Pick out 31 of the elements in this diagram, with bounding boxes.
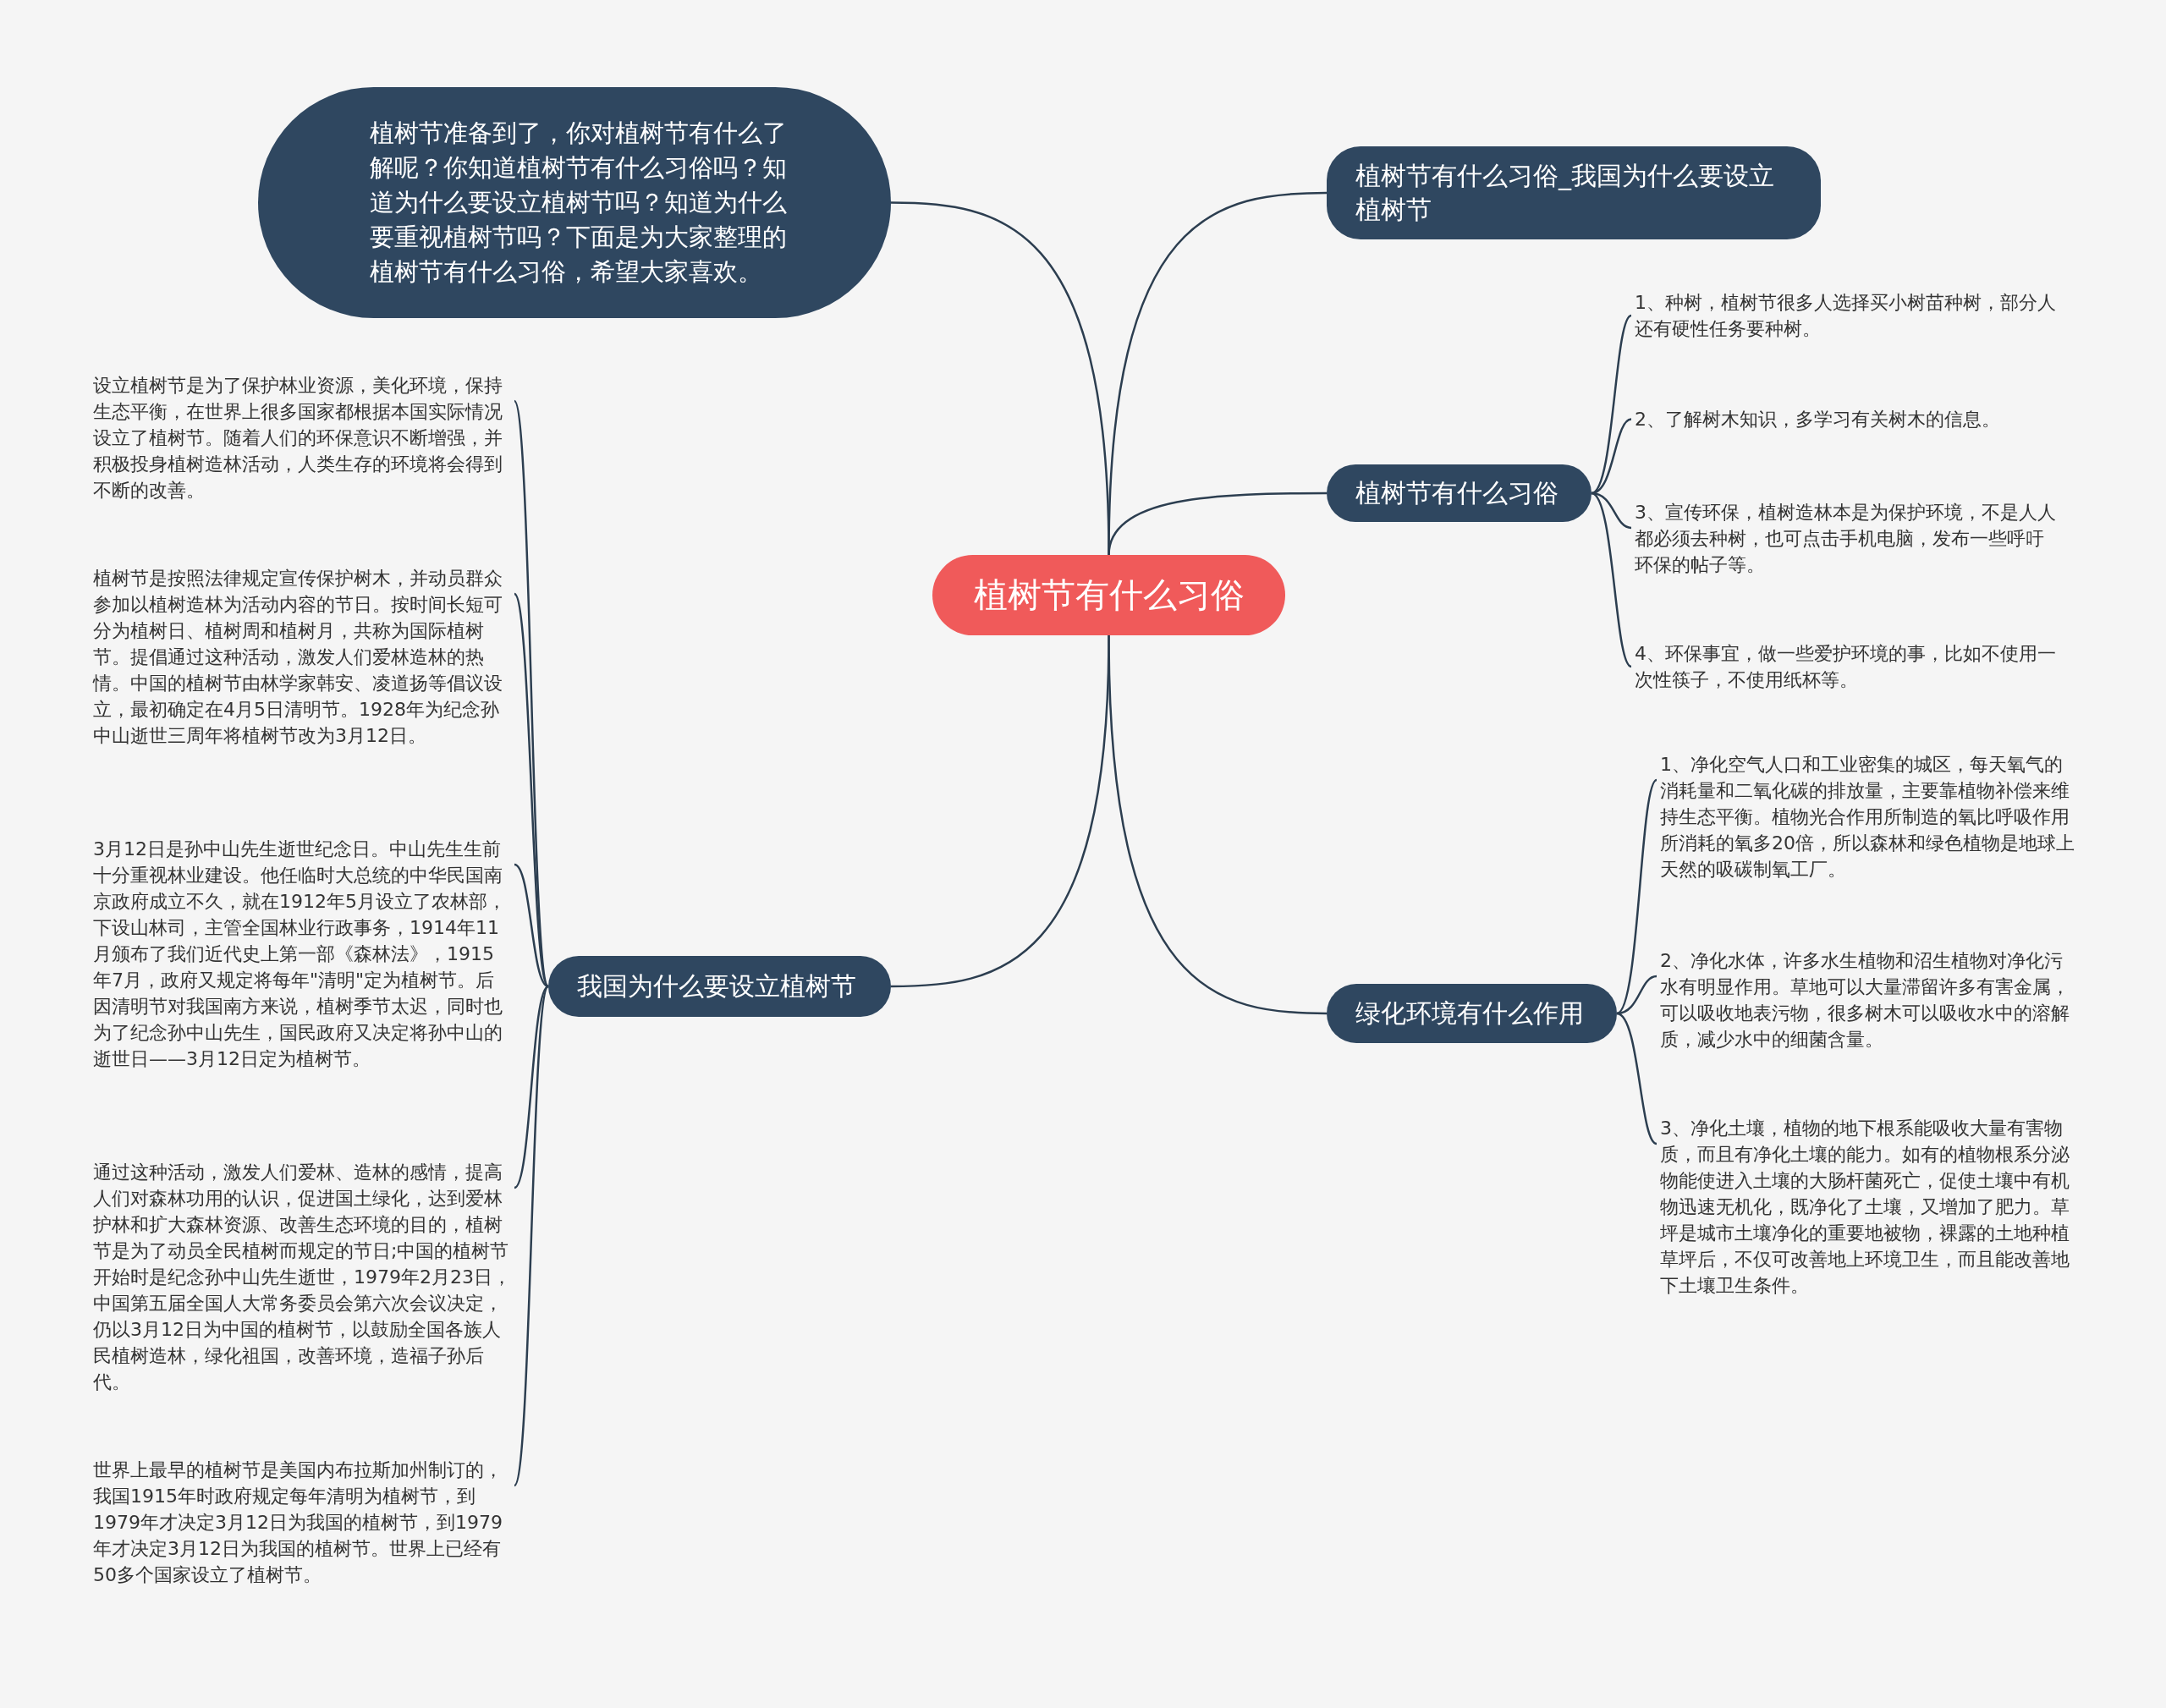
- note-text: 1、种树，植树节很多人选择买小树苗种树，部分人还有硬性任务要种树。: [1635, 289, 2058, 342]
- connector-line: [513, 400, 550, 987]
- note-text: 2、了解树木知识，多学习有关树木的信息。: [1635, 406, 2058, 432]
- topic-box: 我国为什么要设立植树节: [548, 956, 891, 1017]
- note-text: 植树节是按照法律规定宣传保护树木，并动员群众参加以植树造林为活动内容的节日。按时间长短可分为植树日、植树周和植树月，共称为国际植树节。提倡通过这种活动，激发人们爱林造林的热情。中国的植树节由林学家韩安、凌道扬等倡议设立，最初确定在4月5日清明节。1928年为纪念孙中山逝世三周年将植树节改为3月12日。: [93, 565, 511, 749]
- note-text: 设立植树节是为了保护林业资源，美化环境，保持生态平衡，在世界上很多国家都根据本国实际情况设立了植树节。随着人们的环保意识不断增强，并积极投身植树造林活动，人类生存的环境将会得到不断的改善。: [93, 372, 511, 503]
- note-text: 3、宣传环保，植树造林本是为保护环境，不是人人都必须去种树，也可点击手机电脑，发布一些呼吁环保的帖子等。: [1635, 499, 2058, 578]
- note-text: 3月12日是孙中山先生逝世纪念日。中山先生生前十分重视林业建设。他任临时大总统的中华民国南京政府成立不久，就在1912年5月设立了农林部，下设山林司，主管全国林业行政事务，1914年11月颁布了我们近代史上第一部《森林法》，1915年7月，政府又规定将每年"清明"定为植树节。后因清明节对我国南方来说，植树季节太迟，同时也为了纪念孙中山先生，国民政府又决定将孙中山的逝世日——3月12日定为植树节。: [93, 836, 511, 1072]
- note-text: 通过这种活动，激发人们爱林、造林的感情，提高人们对森林功用的认识，促进国土绿化，达到爱林护林和扩大森林资源、改善生态环境的目的，植树节是为了动员全民植树而规定的节日;中国的植树节开始时是纪念孙中山先生逝世，1979年2月23日，中国第五届全国人大常务委员会第六次会议决定，仍以3月12日为中国的植树节，以鼓励全国各族人民植树造林，绿化祖国，改善环境，造福子孙后代。: [93, 1159, 511, 1395]
- connector-line: [513, 986, 550, 1486]
- note-text: 世界上最早的植树节是美国内布拉斯加州制订的，我国1915年时政府规定每年清明为植树节，到1979年才决定3月12日为我国的植树节，到1979年才决定3月12日为我国的植树节。世界上已经有50多个国家设立了植树节。: [93, 1457, 511, 1588]
- note-text: 2、净化水体，许多水生植物和沼生植物对净化污水有明显作用。草地可以大量滞留许多有害金属，可以吸收地表污物，很多树木可以吸收水中的溶解质，减少水中的细菌含量。: [1660, 947, 2076, 1052]
- note-text: 1、净化空气人口和工业密集的城区，每天氧气的消耗量和二氧化碳的排放量，主要靠植物补偿来维持生态平衡。植物光合作用所制造的氧比呼吸作用所消耗的氧多20倍，所以森林和绿色植物是地球上天然的吸碳制氧工厂。: [1660, 751, 2076, 882]
- connector-line: [1616, 1012, 1657, 1145]
- connector-line: [1591, 315, 1632, 495]
- note-text: 3、净化土壤，植物的地下根系能吸收大量有害物质，而且有净化土壤的能力。如有的植物根系分泌物能使进入土壤的大肠杆菌死亡，促使土壤中有机物迅速无机化，既净化了土壤，又增加了肥力。草坪是城市土壤净化的重要地被物，裸露的土地种植草坪后，不仅可改善地上环境卫生，而且能改善地下土壤卫生条件。: [1660, 1115, 2076, 1299]
- connector-line: [1108, 634, 1328, 1015]
- note-text: 4、环保事宜，做一些爱护环境的事，比如不使用一次性筷子，不使用纸杯等。: [1635, 640, 2058, 693]
- topic-box: 绿化环境有什么作用: [1327, 984, 1617, 1043]
- connector-line: [1108, 492, 1327, 556]
- topic-box: 植树节有什么习俗: [1327, 464, 1592, 522]
- connector-line: [514, 986, 549, 1189]
- connector-line: [1616, 975, 1657, 1015]
- connector-line: [1591, 492, 1632, 667]
- connector-line: [1616, 779, 1657, 1014]
- topic-box: 植树节有什么习俗_我国为什么要设立植树节: [1327, 146, 1821, 239]
- connector-line: [513, 593, 550, 987]
- connector-line: [514, 863, 549, 988]
- connector-line: [1591, 418, 1632, 495]
- central-topic: 植树节有什么习俗: [932, 555, 1285, 635]
- topic-box: 植树节准备到了，你对植树节有什么了解呢？你知道植树节有什么习俗吗？知道为什么要设立植树节吗？知道为什么要重视植树节吗？下面是为大家整理的植树节有什么习俗，希望大家喜欢。: [258, 87, 891, 318]
